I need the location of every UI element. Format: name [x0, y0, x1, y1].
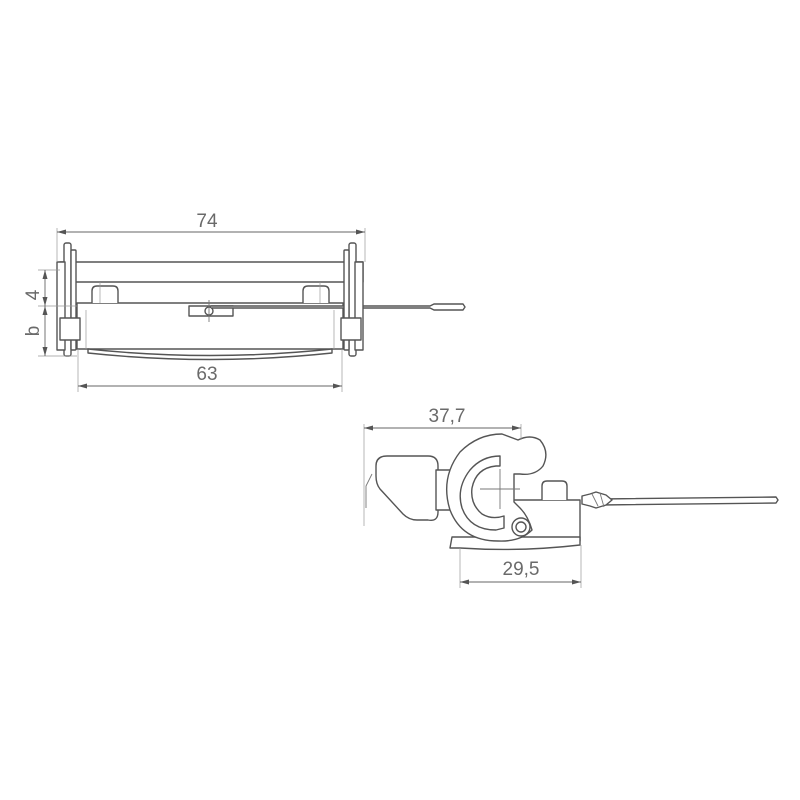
front-top-bar — [59, 261, 364, 283]
dim-label-b: b — [23, 326, 44, 337]
front-bottom-seal — [87, 348, 333, 361]
side-view — [365, 433, 779, 551]
front-right-clip — [302, 285, 330, 303]
side-left-jaw — [375, 455, 439, 522]
dim-label-37-7: 37,7 — [429, 406, 466, 427]
front-left-clip — [91, 285, 119, 303]
dimension-63: 63 — [77, 349, 343, 392]
dimension-74: 74 — [56, 211, 366, 262]
side-rod — [599, 496, 779, 506]
front-right-block — [340, 317, 362, 341]
front-hidden-lines — [85, 282, 335, 349]
dim-label-74: 74 — [196, 211, 218, 232]
dim-label-63: 63 — [196, 364, 217, 385]
side-rod-coupling-detail — [591, 492, 605, 508]
front-right-bracket — [354, 261, 364, 351]
dim-label-4: 4 — [23, 289, 44, 300]
side-rod-coupling — [581, 491, 613, 509]
dimension-29-5: 29,5 — [459, 545, 582, 588]
side-hook-inner — [459, 455, 505, 531]
side-left-jaw-edge — [365, 473, 373, 508]
side-top-block — [541, 480, 568, 500]
dimension-37-7: 37,7 — [363, 406, 522, 526]
side-hook-center-mark — [480, 469, 520, 509]
dimension-vertical: 4 b — [23, 269, 77, 357]
front-rod — [211, 303, 466, 311]
dim-label-29-5: 29,5 — [503, 559, 540, 580]
front-left-block — [59, 317, 81, 341]
side-bolt-inner — [515, 521, 527, 533]
front-view — [56, 242, 466, 361]
